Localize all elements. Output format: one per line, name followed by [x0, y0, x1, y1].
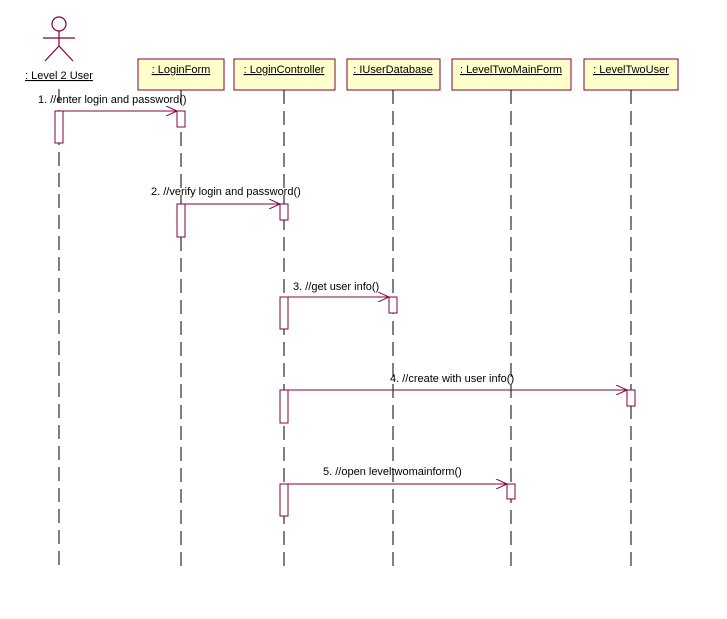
activation-loginform-1	[176, 110, 186, 128]
object-iuserdatabase: : IUserDatabase	[346, 58, 441, 91]
activation-leveltwouser	[626, 389, 636, 407]
object-label: : LevelTwoMainForm	[460, 64, 562, 76]
object-loginform: : LoginForm	[137, 58, 225, 91]
activation-iuserdatabase	[388, 296, 398, 314]
object-leveltwomainform: : LevelTwoMainForm	[451, 58, 572, 91]
message-label: 2. //verify login and password()	[151, 186, 301, 198]
object-label: : LoginForm	[152, 64, 211, 76]
activation-loginform-2	[176, 203, 186, 238]
object-leveltwouser: : LevelTwoUser	[583, 58, 679, 91]
message-label: 1. //enter login and password()	[38, 94, 187, 106]
message-1: 1. //enter login and password()	[38, 94, 187, 111]
message-label: 4. //create with user info()	[390, 373, 514, 385]
message-label: 5. //open leveltwomainform()	[323, 466, 462, 478]
message-4: 4. //create with user info()	[288, 373, 627, 390]
activation-logincontroller-1	[279, 203, 289, 221]
message-label: 3. //get user info()	[293, 281, 379, 293]
message-2: 2. //verify login and password()	[151, 186, 301, 204]
object-label: : LoginController	[244, 64, 325, 76]
message-3: 3. //get user info()	[288, 281, 389, 297]
actor-label: : Level 2 User	[25, 70, 93, 82]
object-logincontroller: : LoginController	[233, 58, 336, 91]
activation-logincontroller-2	[279, 296, 289, 330]
activation-level-2-user	[54, 110, 64, 144]
stick-figure-icon	[43, 16, 75, 62]
object-label: : IUserDatabase	[353, 64, 432, 76]
object-label: : LevelTwoUser	[593, 64, 669, 76]
activation-logincontroller-4	[279, 483, 289, 517]
activation-logincontroller-3	[279, 389, 289, 424]
actor-level-2-user: : Level 2 User	[25, 16, 93, 82]
activation-leveltwomainform	[506, 483, 516, 500]
message-5: 5. //open leveltwomainform()	[288, 466, 507, 484]
